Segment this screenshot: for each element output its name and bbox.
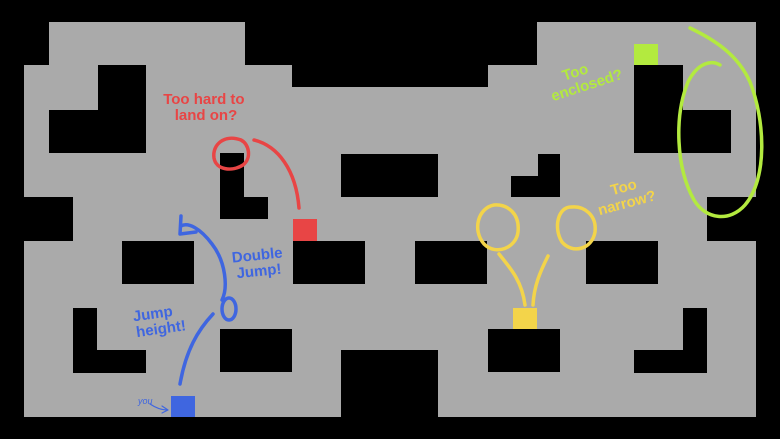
annotation-double-jump: Double Jump!: [231, 244, 289, 283]
red-target-block: [293, 219, 317, 241]
yellow-target-block: [513, 308, 537, 329]
player-block: [171, 396, 195, 417]
yellow-scribble-marks: [475, 203, 597, 307]
level-walls: [24, 65, 756, 439]
blue-scribble-marks: [149, 214, 238, 414]
annotation-too-hard: Too hard to land on?: [163, 91, 249, 124]
red-scribble-marks: [212, 136, 301, 210]
player-label: you: [137, 396, 153, 406]
annotation-jump-height: Jump height!: [132, 301, 187, 341]
green-scribble-marks: [677, 26, 764, 219]
green-goal-block: [634, 44, 658, 65]
